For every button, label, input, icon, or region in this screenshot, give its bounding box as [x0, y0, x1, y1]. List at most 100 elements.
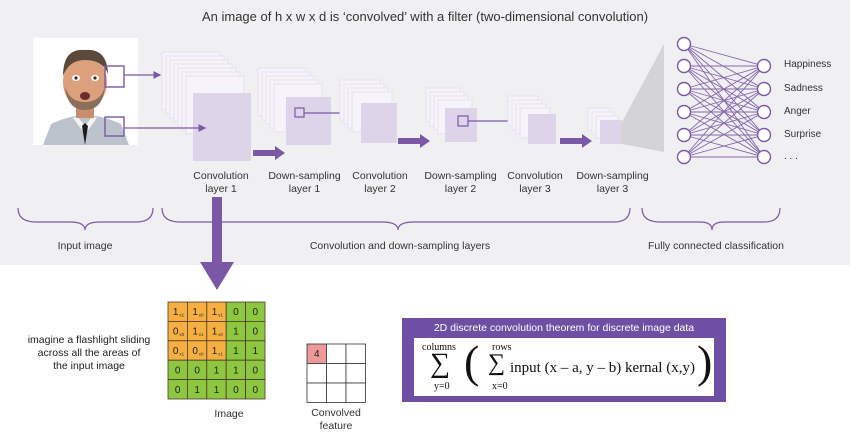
top-band [0, 0, 850, 265]
image-cell-value: 1 [233, 327, 239, 338]
conv-layer-3-stack [507, 95, 556, 144]
filter-weight: x1 [199, 332, 204, 337]
convolution-theorem-panel: 2D discrete convolution theorem for disc… [402, 318, 726, 402]
flashlight-caption: imagine a flashlight sliding across all … [27, 334, 151, 372]
filter-weight: x0 [199, 313, 204, 318]
open-paren: ( [464, 336, 480, 387]
brace-conv-down [161, 207, 631, 231]
diagram-title: An image of h x w x d is ‘convolved’ wit… [201, 9, 649, 24]
fc-input-node [676, 81, 692, 97]
filter-weight: x1 [218, 352, 223, 357]
fc-connections [683, 43, 765, 158]
down-arrow-to-image [200, 197, 234, 290]
fc-input-node [676, 149, 692, 165]
brace-input [17, 207, 154, 231]
theorem-formula: columns ∑ y=0 ( rows ∑ x=0 input (x – a,… [414, 336, 714, 396]
image-cell-value: 0 [253, 365, 259, 376]
convolved-cell [326, 343, 347, 364]
conv1-to-down1-arrow [253, 146, 285, 160]
label-image: Image [214, 408, 244, 420]
conv-layer-2-stack [339, 79, 397, 143]
convolved-cell [306, 363, 327, 384]
conv2-to-down2-arrow [398, 134, 430, 148]
image-cell-value: 0 [173, 327, 179, 338]
convolved-cell [306, 382, 327, 403]
image-cell-value: 1 [192, 327, 198, 338]
close-paren: ) [697, 336, 713, 387]
outer-sigma: ∑ [430, 348, 450, 379]
fc-output-node [756, 149, 772, 165]
image-cell-value: 1 [212, 307, 218, 318]
image-cell-value: 1 [194, 385, 200, 396]
output-happiness: Happiness [784, 59, 832, 70]
filter-weight: x0 [218, 332, 223, 337]
group-label-input: Input image [57, 240, 113, 252]
image-cell-value: 0 [253, 307, 259, 318]
image-cell-value: 1 [212, 346, 218, 357]
outer-sum-upper: columns [422, 342, 456, 353]
image-cell-value: 1 [214, 385, 220, 396]
image-cell-value: 0 [175, 385, 181, 396]
filter-weight: x1 [179, 313, 184, 318]
image-cell-value: 0 [253, 385, 259, 396]
output-ellipsis: . . . [784, 151, 798, 162]
image-cell-value: 0 [175, 365, 181, 376]
inner-sigma: ∑ [488, 350, 506, 376]
group-label-conv-down: Convolution and down-sampling layers [309, 240, 491, 252]
convolved-cell [326, 363, 347, 384]
filter-weight: x0 [179, 332, 184, 337]
image-cell-value: 0 [173, 346, 179, 357]
image-cell-value: 0 [194, 365, 200, 376]
brace-fc [641, 207, 781, 231]
convolved-cell [345, 382, 366, 403]
image-cell-value: 0 [192, 346, 198, 357]
down-layer-2-stack [425, 87, 477, 142]
image-cell-value: 0 [233, 385, 239, 396]
output-surprise: Surprise [784, 129, 822, 140]
convolved-cell [345, 363, 366, 384]
focus-region-collar [104, 116, 125, 137]
fc-output-node [756, 104, 772, 120]
conv-layer-1-stack [161, 51, 251, 161]
down-layer-1-stack [257, 67, 331, 145]
formula-expression: input (x – a, y – b) kernal (x,y) [510, 360, 695, 376]
filter-weight: x0 [199, 352, 204, 357]
fc-output-node [756, 127, 772, 143]
convolved-value: 4 [314, 349, 320, 360]
image-cell-value: 1 [212, 327, 218, 338]
fc-funnel [622, 44, 664, 152]
convolved-cell [345, 343, 366, 364]
group-label-fc: Fully connected classification [648, 240, 784, 252]
image-cell-value: 1 [192, 307, 198, 318]
inner-sum-lower: x=0 [492, 381, 508, 392]
conv3-to-down3-arrow [560, 134, 592, 148]
image-cell-value: 1 [253, 346, 259, 357]
fc-output-node [756, 81, 772, 97]
theorem-title: 2D discrete convolution theorem for disc… [433, 322, 695, 334]
image-cell-value: 1 [214, 365, 220, 376]
fc-input-node [676, 104, 692, 120]
inner-sum-upper: rows [492, 342, 512, 353]
image-cell-value: 0 [253, 327, 259, 338]
image-cell [245, 379, 266, 400]
fc-input-node [676, 58, 692, 74]
convolved-cell [326, 382, 347, 403]
output-sadness: Sadness [784, 83, 823, 94]
image-cell-value: 0 [233, 307, 239, 318]
fc-output-node [756, 58, 772, 74]
fc-input-node [676, 127, 692, 143]
image-cell-value: 1 [173, 307, 179, 318]
filter-weight: x1 [179, 352, 184, 357]
outer-sum-lower: y=0 [434, 381, 450, 392]
filter-weight: x1 [218, 313, 223, 318]
down-layer-3-stack [587, 107, 622, 144]
fc-input-node [676, 36, 692, 52]
